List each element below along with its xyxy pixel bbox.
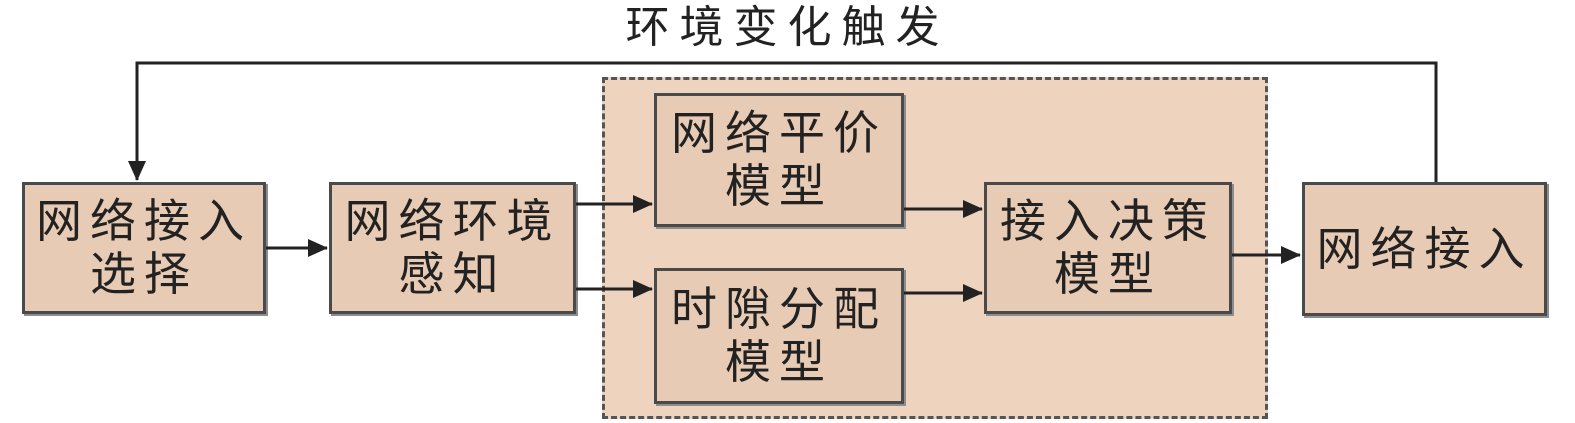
node-access-decision-model: 接入决策 模型 [984, 182, 1232, 314]
node-slot-allocation-model-line1: 时隙分配 [671, 282, 887, 337]
node-slot-allocation-model: 时隙分配 模型 [654, 268, 904, 404]
node-access-decision-model-line2: 模型 [1054, 247, 1162, 301]
node-evaluation-model: 网络平价 模型 [654, 93, 904, 227]
node-access-decision-model-line1: 接入决策 [1000, 194, 1216, 249]
node-access-selection-line1: 网络接入 [36, 194, 252, 249]
node-evaluation-model-line1: 网络平价 [671, 106, 887, 161]
feedback-label: 环境变化触发 [625, 2, 950, 53]
node-access-selection-line2: 选择 [90, 247, 198, 301]
node-access-selection: 网络接入 选择 [22, 182, 266, 314]
node-network-access: 网络接入 [1302, 182, 1547, 316]
node-evaluation-model-line2: 模型 [725, 159, 833, 213]
node-environment-perception-line2: 感知 [398, 247, 507, 301]
feedback-loop-arrow [128, 61, 1438, 182]
node-slot-allocation-model-line2: 模型 [725, 335, 833, 389]
node-network-access-line1: 网络接入 [1316, 221, 1533, 276]
node-environment-perception: 网络环境 感知 [329, 182, 576, 314]
node-environment-perception-line1: 网络环境 [344, 194, 561, 249]
